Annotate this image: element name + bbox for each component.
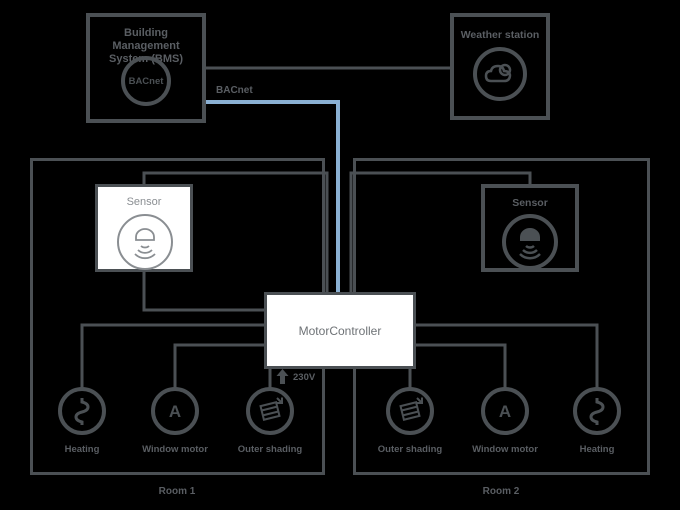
device-label: Heating <box>64 444 100 455</box>
wire-sensor1-bottom <box>142 270 266 312</box>
outer-shading-icon <box>386 387 434 435</box>
wire-heating-right <box>414 323 599 390</box>
device-label: Outer shading <box>377 444 443 455</box>
motor-controller-label: MotorController <box>298 323 382 338</box>
sensor-box-room-2: Sensor <box>481 184 579 272</box>
wire-heating-left <box>80 323 266 390</box>
room-2-label: Room 2 <box>482 486 520 497</box>
bms-box: Building Management System (BMS) BACnet <box>86 13 206 123</box>
wire-window-motor-right <box>414 343 507 390</box>
power-supply: 230V <box>276 369 315 385</box>
device-label: Heating <box>579 444 615 455</box>
bms-title-line1: Building Management <box>112 27 180 52</box>
device-label: Window motor <box>142 444 208 455</box>
bacnet-bus-line <box>206 100 340 296</box>
sensor-title-room-2: Sensor <box>512 197 548 209</box>
motion-sensor-icon <box>502 214 558 270</box>
wire-sensor2-controller <box>349 171 532 296</box>
window-motor-glyph: A <box>168 401 182 421</box>
sensor-box-room-1: Sensor <box>95 184 193 272</box>
window-motor-glyph: A <box>498 401 512 421</box>
device-label: Window motor <box>472 444 538 455</box>
bacnet-badge-label: BACnet <box>128 75 164 87</box>
motor-controller-box: MotorController <box>264 292 416 369</box>
heating-icon <box>58 387 106 435</box>
power-label: 230V <box>293 371 316 383</box>
wire-sensor1-controller <box>142 171 329 296</box>
bms-title: Building Management System (BMS) <box>90 27 202 66</box>
window-motor-icon: A <box>151 387 199 435</box>
window-motor-icon: A <box>481 387 529 435</box>
outer-shading-icon <box>246 387 294 435</box>
weather-cloud-icon <box>473 47 527 101</box>
sensor-title-room-1: Sensor <box>126 196 162 208</box>
weather-station-title: Weather station <box>460 29 540 41</box>
up-arrow-icon <box>276 369 289 384</box>
heating-icon <box>573 387 621 435</box>
motion-sensor-icon <box>117 214 173 270</box>
bacnet-bus-label: BACnet <box>216 85 253 96</box>
wire-window-motor-left <box>173 343 266 390</box>
room-1-label: Room 1 <box>158 486 196 497</box>
bacnet-badge: BACnet <box>121 56 171 106</box>
device-label: Outer shading <box>237 444 303 455</box>
weather-station-box: Weather station <box>450 13 550 120</box>
